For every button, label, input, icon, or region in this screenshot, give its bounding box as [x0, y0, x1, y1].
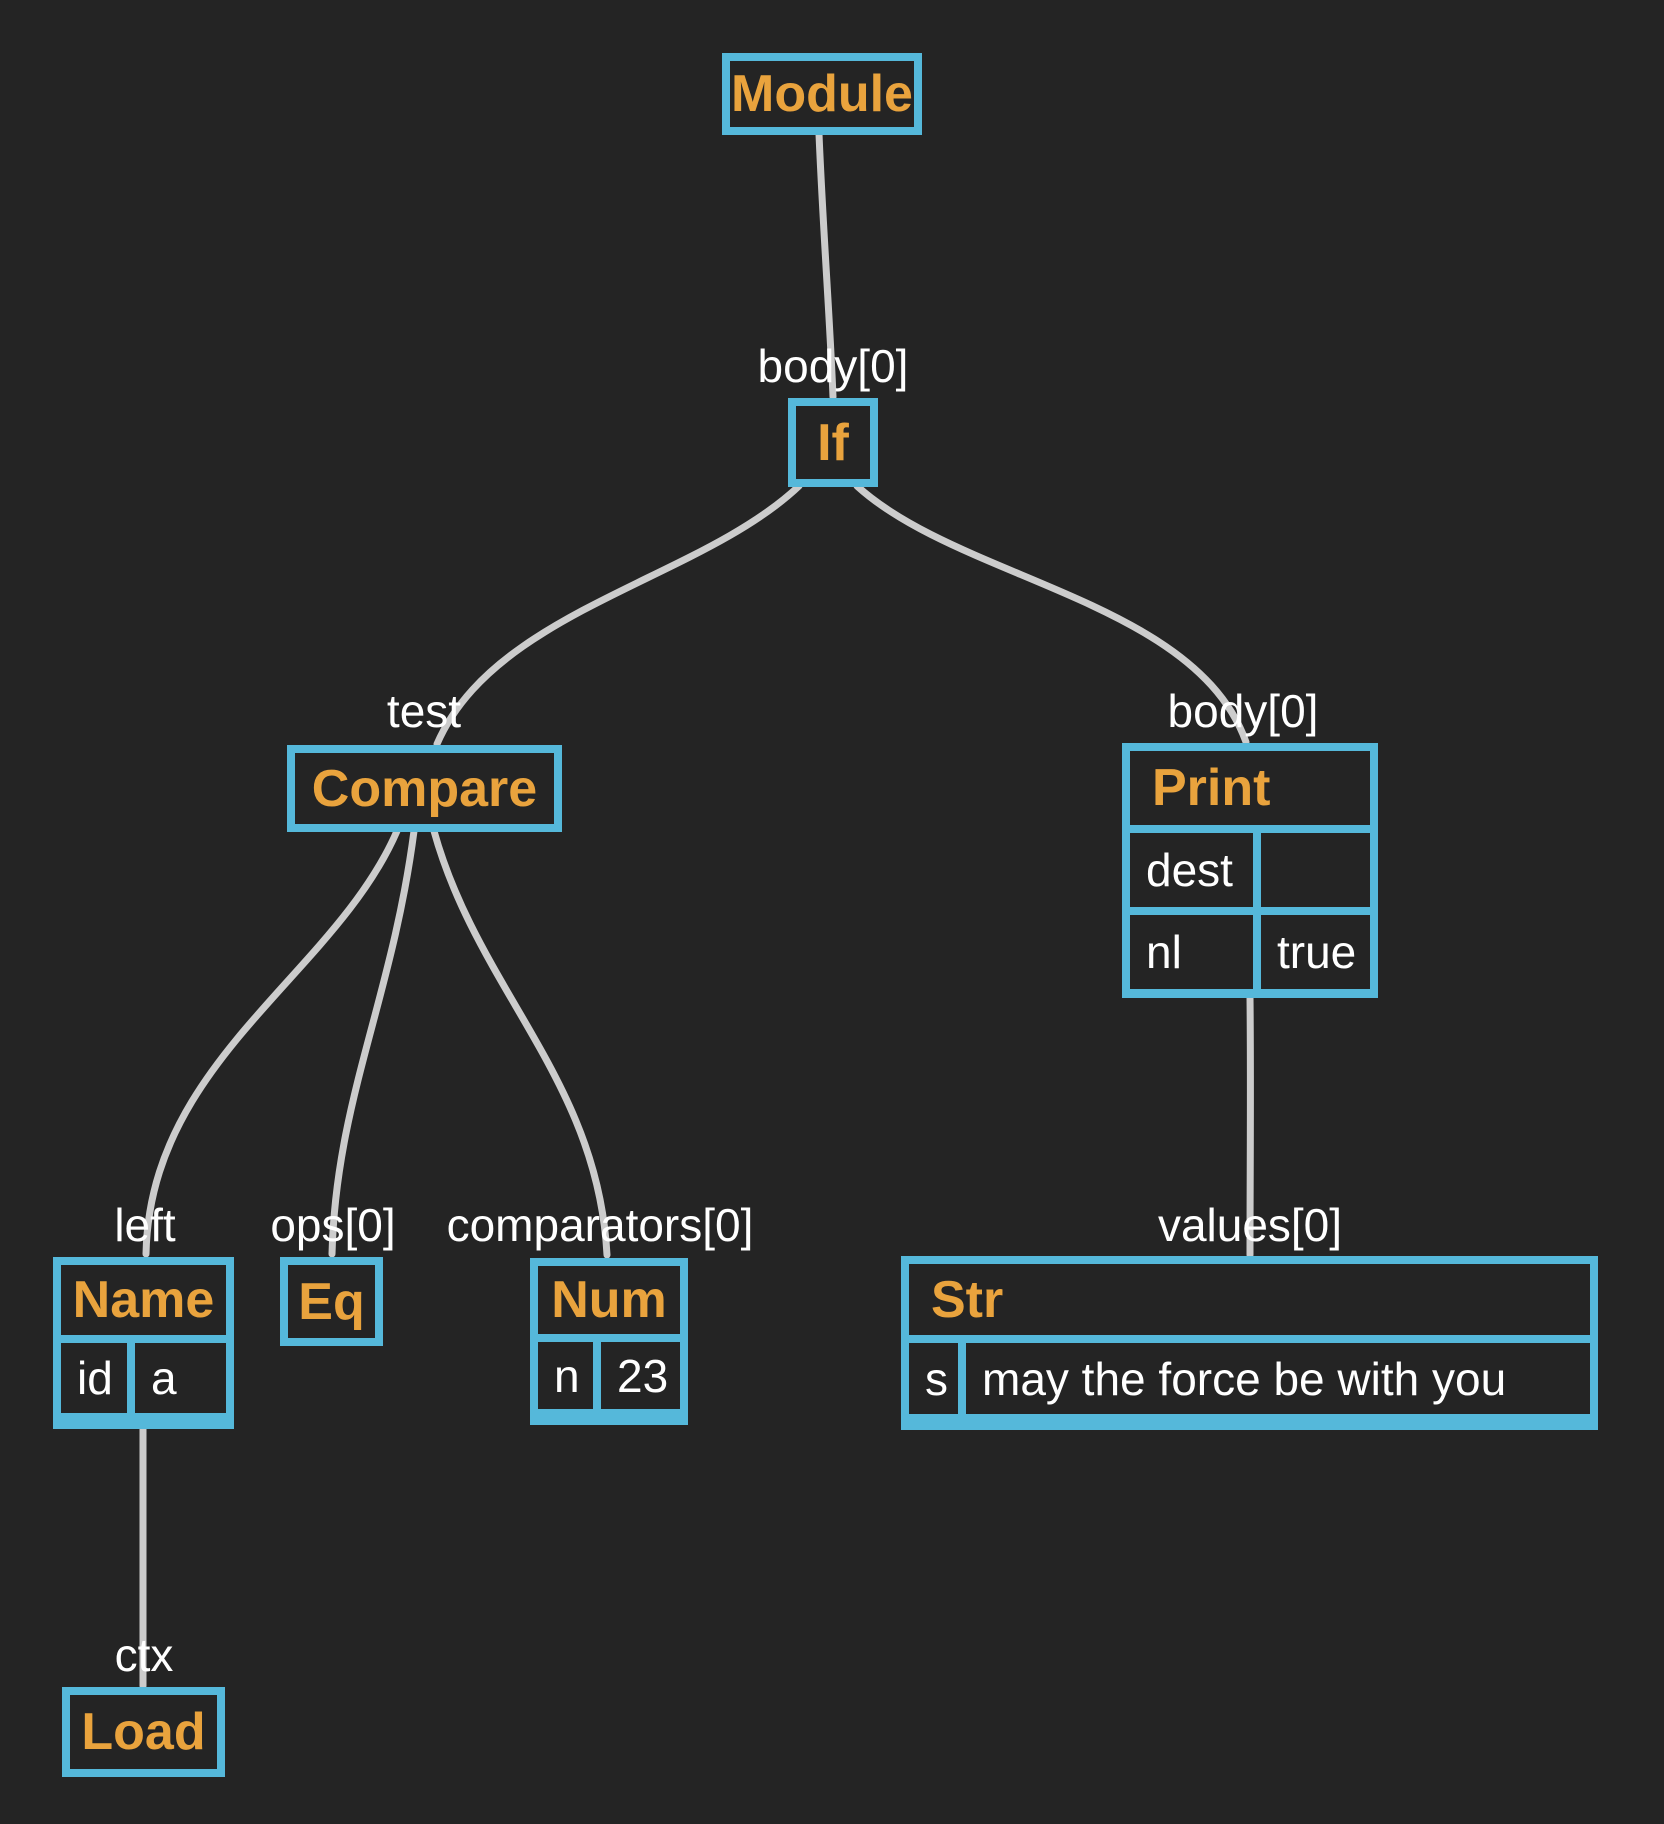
- node-eq: Eq: [280, 1257, 383, 1346]
- node-load-label: Load: [81, 1703, 206, 1761]
- name-field-id-key: id: [61, 1343, 127, 1413]
- edge-label-comparators0: comparators[0]: [446, 1199, 754, 1251]
- print-field-dest-key: dest: [1130, 833, 1253, 907]
- node-compare: Compare: [287, 745, 562, 832]
- node-eq-label: Eq: [298, 1272, 365, 1331]
- print-field-nl-key: nl: [1130, 915, 1253, 989]
- edge-module-if: [815, 130, 837, 401]
- node-str-label: Str: [909, 1264, 1590, 1335]
- str-field-s-value: may the force be with you: [966, 1343, 1590, 1414]
- edge-if-compare: [433, 482, 803, 748]
- num-field-n-key: n: [538, 1342, 593, 1409]
- node-name-label: Name: [61, 1265, 226, 1335]
- node-module-label: Module: [731, 65, 913, 123]
- edge-if-print: [853, 482, 1250, 746]
- node-module: Module: [722, 53, 922, 135]
- node-load: Load: [62, 1687, 225, 1777]
- print-field-nl-value: true: [1261, 915, 1370, 989]
- edge-compare-name: [142, 827, 401, 1258]
- node-name: Name id a: [53, 1257, 234, 1429]
- edge-label-body0-top: body[0]: [757, 340, 909, 392]
- node-print-label: Print: [1130, 751, 1370, 825]
- node-if-label: If: [817, 413, 849, 472]
- node-num-label: Num: [538, 1266, 680, 1334]
- edge-label-body0-right: body[0]: [1167, 685, 1319, 737]
- edge-label-ctx: ctx: [114, 1629, 174, 1681]
- print-field-dest-value: [1261, 833, 1370, 907]
- edge-compare-num: [430, 827, 611, 1259]
- node-num: Num n 23: [530, 1258, 688, 1425]
- edge-label-test: test: [386, 685, 462, 737]
- num-field-n-value: 23: [601, 1342, 680, 1409]
- node-print: Print dest nl true: [1122, 743, 1378, 998]
- node-str: Str s may the force be with you: [901, 1256, 1598, 1430]
- edge-label-values0: values[0]: [1157, 1199, 1343, 1251]
- edge-compare-eq: [328, 827, 418, 1258]
- node-if: If: [788, 398, 878, 487]
- name-field-id-value: a: [135, 1343, 226, 1413]
- node-compare-label: Compare: [311, 759, 538, 818]
- edge-label-ops0: ops[0]: [270, 1199, 396, 1251]
- edge-label-left: left: [114, 1199, 176, 1251]
- str-field-s-key: s: [909, 1343, 958, 1414]
